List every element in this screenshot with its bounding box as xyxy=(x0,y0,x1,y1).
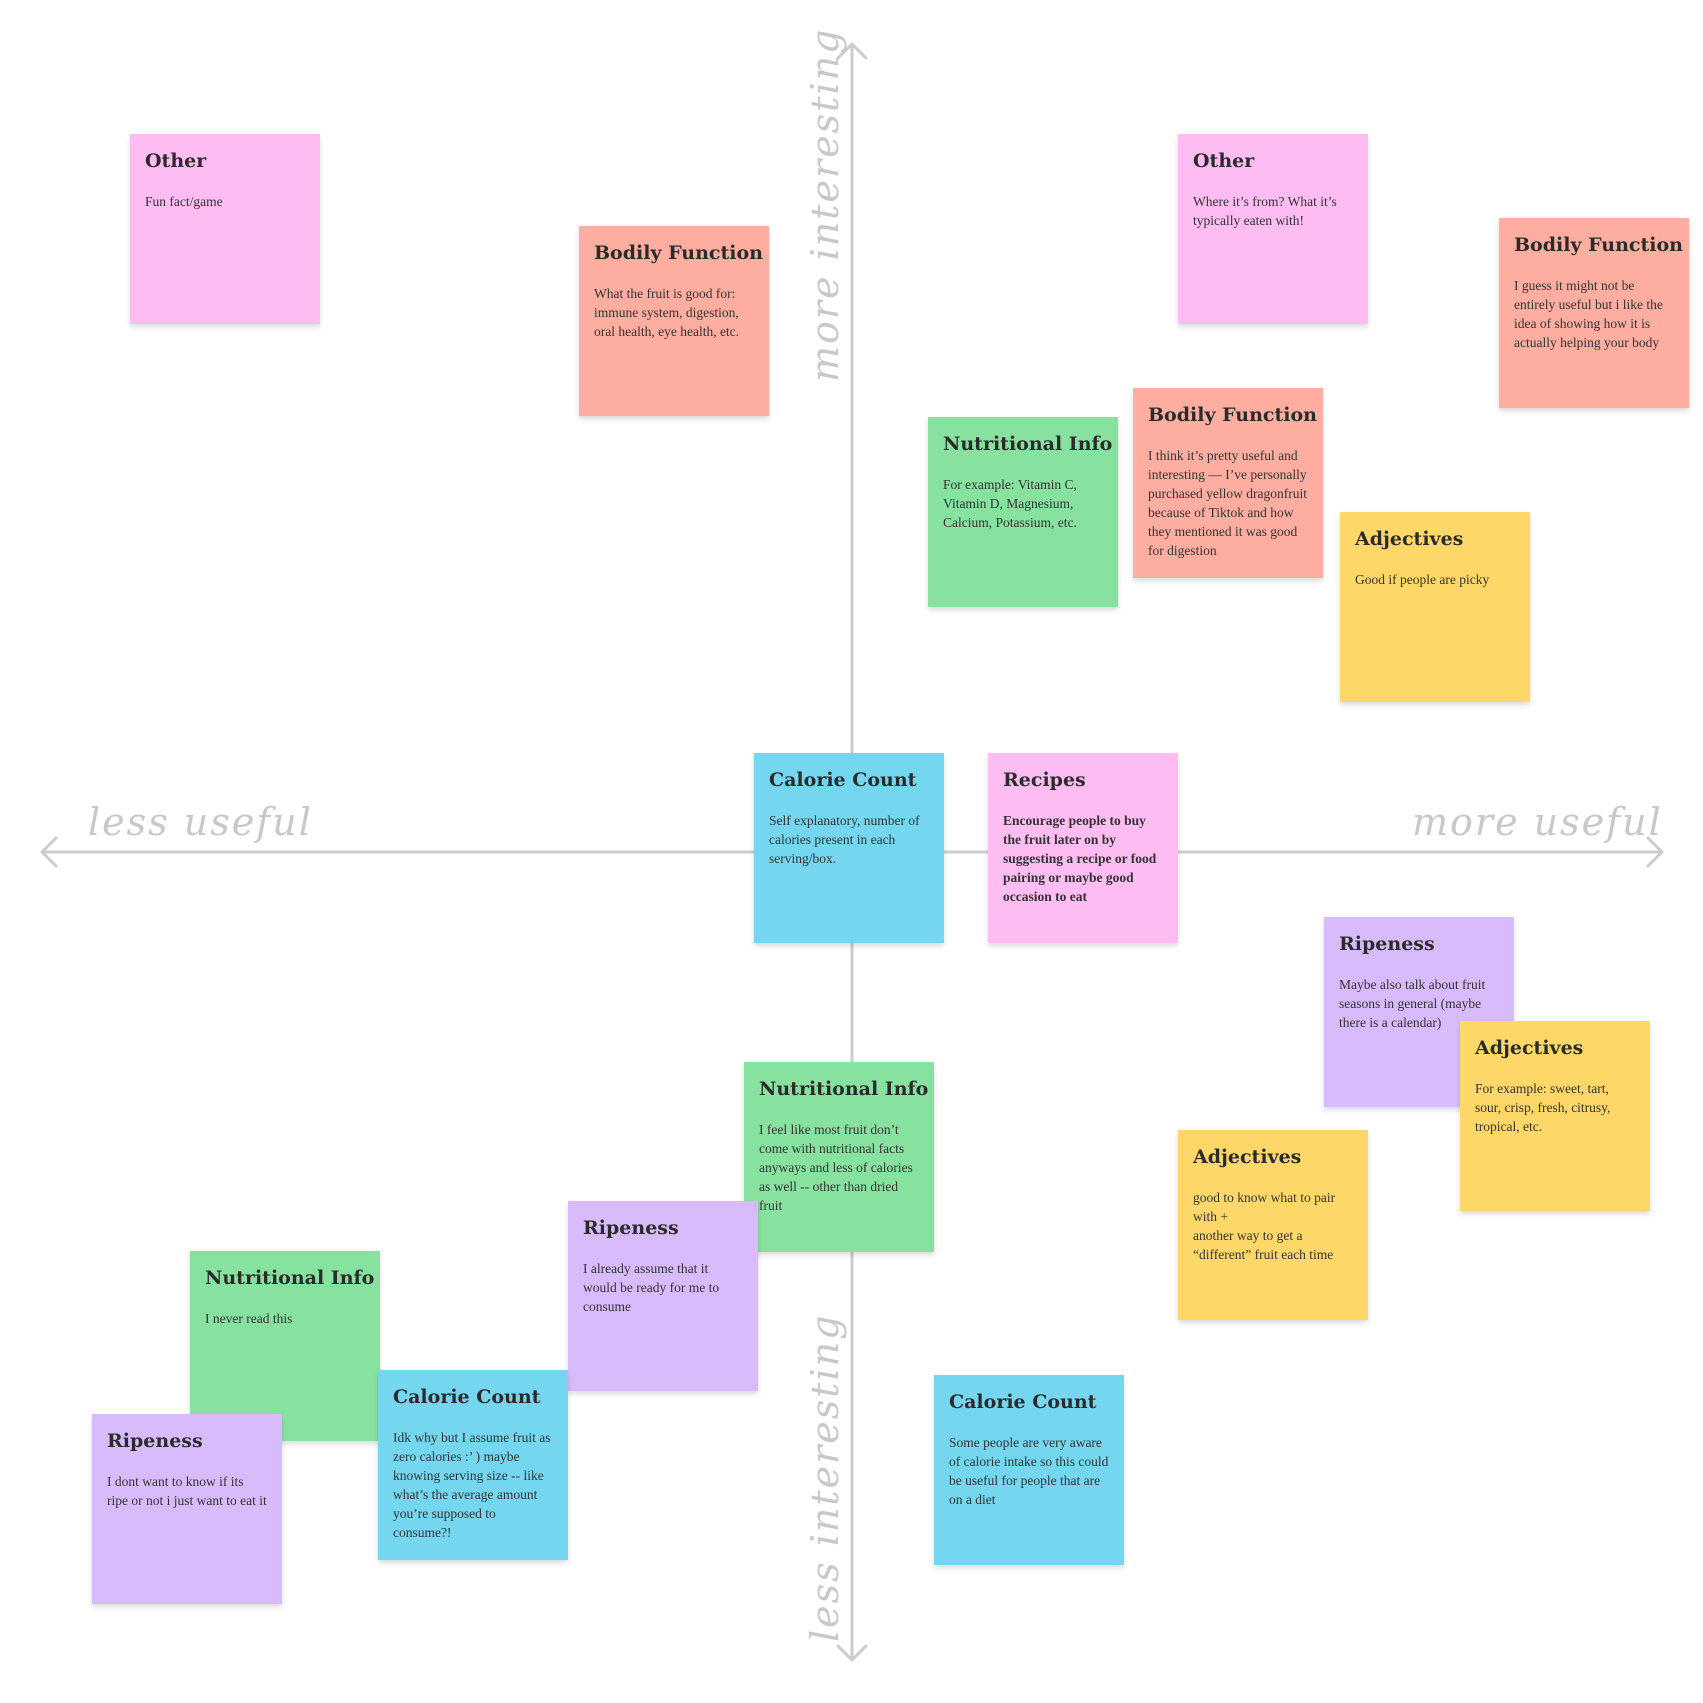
axis-label-less-interesting: less interesting xyxy=(803,1313,847,1643)
sticky-note-body: Some people are very aware of calorie in… xyxy=(949,1435,1109,1507)
sticky-note-body: Where it’s from? What it’s typically eat… xyxy=(1193,194,1337,228)
sticky-note-title: Adjectives xyxy=(1355,528,1464,550)
sticky-note[interactable]: Bodily Function I think it’s pretty usefu… xyxy=(1133,388,1323,578)
sticky-note-body: Maybe also talk about fruit seasons in g… xyxy=(1339,977,1486,1030)
sticky-note[interactable]: Nutritional Info I feel like most fruit d… xyxy=(744,1062,934,1252)
sticky-note-title: Bodily Function xyxy=(594,242,763,264)
sticky-note[interactable]: Adjectives good to know what to pair with… xyxy=(1178,1130,1368,1320)
sticky-note-body: For example: sweet, tart, sour, crisp, f… xyxy=(1475,1081,1611,1134)
sticky-note-title: Ripeness xyxy=(1339,933,1435,955)
sticky-note-title: Ripeness xyxy=(107,1430,203,1452)
arrow-left-icon xyxy=(40,836,58,868)
sticky-note-title: Calorie Count xyxy=(393,1386,541,1408)
sticky-note[interactable]: Ripeness I dont want to know if its ripe … xyxy=(92,1414,282,1604)
sticky-note-title: Calorie Count xyxy=(949,1391,1097,1413)
arrow-down-icon xyxy=(836,1644,868,1662)
sticky-note-body: What the fruit is good for: immune syste… xyxy=(594,286,740,339)
sticky-note-title: Adjectives xyxy=(1475,1037,1584,1059)
sticky-note-body: I guess it might not be entirely useful … xyxy=(1514,278,1663,350)
sticky-note-body: For example: Vitamin C, Vitamin D, Magne… xyxy=(943,477,1077,530)
axis-label-less-useful: less useful xyxy=(88,800,313,844)
sticky-note[interactable]: Nutritional Info I never read this xyxy=(190,1251,380,1441)
axis-label-more-useful: more useful xyxy=(1412,800,1663,844)
sticky-note-title: Bodily Function xyxy=(1148,404,1317,426)
sticky-note-body: Idk why but I assume fruit as zero calor… xyxy=(393,1430,551,1540)
sticky-note-title: Recipes xyxy=(1003,769,1086,791)
sticky-note-title: Adjectives xyxy=(1193,1146,1302,1168)
sticky-note-body: Encourage people to buy the fruit later … xyxy=(1003,813,1157,904)
sticky-note-title: Ripeness xyxy=(583,1217,679,1239)
sticky-note[interactable]: Ripeness I already assume that it would b… xyxy=(568,1201,758,1391)
sticky-note[interactable]: Bodily Function I guess it might not be e… xyxy=(1499,218,1689,408)
sticky-note-body: I never read this xyxy=(205,1311,293,1326)
sticky-note-body: Good if people are picky xyxy=(1355,572,1490,587)
axis-label-more-interesting: more interesting xyxy=(803,27,847,382)
sticky-note-body: I feel like most fruit don’t come with n… xyxy=(759,1122,913,1213)
sticky-note-body: I already assume that it would be ready … xyxy=(583,1261,720,1314)
arrow-up-icon xyxy=(836,42,868,60)
sticky-note-title: Nutritional Info xyxy=(943,433,1113,455)
sticky-note-body: good to know what to pair with + another… xyxy=(1193,1190,1336,1262)
sticky-note-title: Other xyxy=(145,150,207,172)
sticky-note-title: Other xyxy=(1193,150,1255,172)
sticky-note-title: Nutritional Info xyxy=(759,1078,929,1100)
sticky-note-body: Fun fact/game xyxy=(145,194,223,209)
sticky-note-title: Calorie Count xyxy=(769,769,917,791)
sticky-note-title: Bodily Function xyxy=(1514,234,1683,256)
sticky-note-body: I think it’s pretty useful and interesti… xyxy=(1148,448,1307,558)
arrow-right-icon xyxy=(1646,836,1664,868)
sticky-note-body: I dont want to know if its ripe or not i… xyxy=(107,1474,267,1508)
sticky-note-body: Self explanatory, number of calories pre… xyxy=(769,813,920,866)
sticky-note-title: Nutritional Info xyxy=(205,1267,375,1289)
